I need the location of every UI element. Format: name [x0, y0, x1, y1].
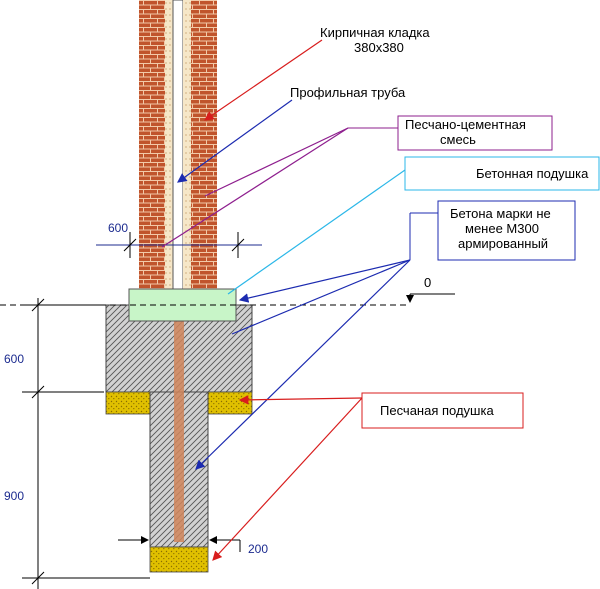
brick-wall-right: [191, 0, 217, 289]
sand-cement-fill-left: [165, 0, 173, 289]
brick-wall-left: [139, 0, 165, 289]
dim-pile-width: 200: [248, 542, 268, 556]
rebar-core: [174, 320, 184, 542]
sand-pad-box: [361, 392, 524, 429]
concrete-grade-label-3: армированный: [458, 236, 548, 251]
dim-depth-lower: 900: [4, 489, 24, 503]
concrete-grade-callout: Бетона марки не менее М300 армированный: [195, 200, 576, 470]
dim-column-width: 600: [108, 221, 128, 235]
sand-pad-lower: [149, 546, 209, 573]
brick-column: [139, 0, 217, 290]
concrete-grade-label-2: менее М300: [465, 221, 539, 236]
concrete-grade-box: [437, 200, 576, 261]
ground-level-mark: 0: [406, 275, 455, 303]
pile-width-dimension: 200: [118, 536, 268, 556]
column-width-dimension: 600: [96, 221, 262, 258]
sand-cement-fill-right: [183, 0, 191, 289]
concrete-pad-callout: Бетонная подушка: [227, 156, 600, 295]
depth-dimension: 600 900: [4, 298, 150, 589]
sand-pad-callout: Песчаная подушка: [212, 392, 524, 561]
brickwork-label: Кирпичная кладка: [320, 25, 430, 40]
sand-cement-box: [397, 115, 553, 151]
brickwork-callout: Кирпичная кладка 380x380: [204, 25, 430, 121]
sand-pad-label: Песчаная подушка: [380, 403, 494, 418]
concrete-pad-box: [404, 156, 600, 191]
profile-pipe: [172, 0, 184, 290]
profile-pipe-label: Профильная труба: [290, 85, 406, 100]
profile-pipe-callout: Профильная труба: [177, 85, 406, 183]
dim-depth-upper: 600: [4, 352, 24, 366]
foundation: [105, 304, 253, 573]
concrete-grade-label: Бетона марки не: [450, 206, 551, 221]
sand-cement-callout: Песчано-цементная смесь: [161, 115, 553, 248]
sand-pad-upper-right: [207, 391, 253, 415]
ground-level-label: 0: [424, 275, 431, 290]
sand-pad-upper: [105, 391, 151, 415]
sand-cement-label: Песчано-цементная: [405, 117, 526, 132]
brickwork-size-label: 380x380: [354, 40, 404, 55]
concrete-pad-label: Бетонная подушка: [476, 166, 589, 181]
sand-cement-label-2: смесь: [440, 132, 476, 147]
